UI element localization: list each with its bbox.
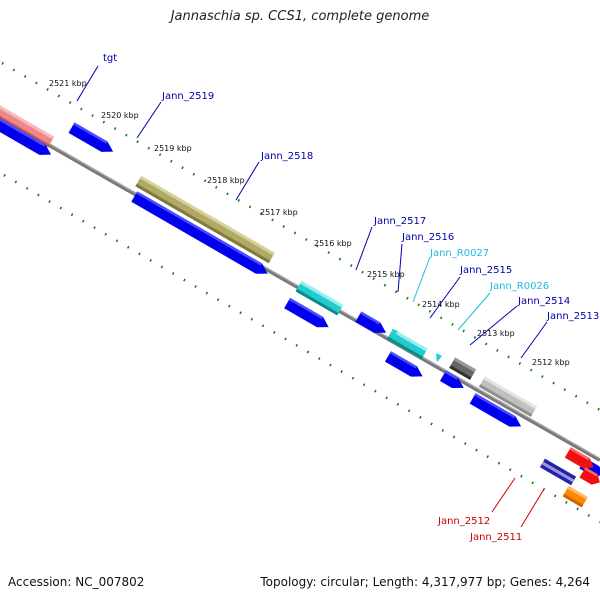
label-jann-r0027[interactable]: Jann_R0027 xyxy=(429,248,489,259)
topology-text: Topology: circular; Length: 4,317,977 bp… xyxy=(260,575,590,589)
outer-tick-dots xyxy=(1,61,600,412)
feature-tgt[interactable] xyxy=(0,102,55,148)
map-title: Jannaschia sp. CCS1, complete genome xyxy=(170,9,430,24)
feature-jann-2512-track[interactable] xyxy=(539,458,577,486)
tick-2519: 2519 kbp xyxy=(154,144,192,153)
feature-jann-2514[interactable] xyxy=(449,357,477,380)
feature-jann-2512a[interactable] xyxy=(564,447,597,472)
label-jann-2517[interactable]: Jann_2517 xyxy=(373,216,426,227)
feature-jann-2512b[interactable] xyxy=(579,467,600,487)
trna-jann-r0026[interactable] xyxy=(436,353,442,362)
accession-text: Accession: NC_007802 xyxy=(8,575,145,589)
feature-jann-2511[interactable] xyxy=(562,485,588,508)
tick-2518: 2518 kbp xyxy=(207,176,245,185)
gene-labels: tgt Jann_2519 Jann_2518 Jann_2517 Jann_2… xyxy=(103,53,599,543)
cds-arrow-jann-2519[interactable] xyxy=(68,122,117,156)
inner-tick-dots xyxy=(3,173,600,524)
cds-arrow-jann-2518[interactable] xyxy=(131,191,270,278)
cds-arrows xyxy=(0,115,600,477)
label-jann-2516[interactable]: Jann_2516 xyxy=(401,232,454,243)
label-jann-2519[interactable]: Jann_2519 xyxy=(161,91,214,102)
feature-jann-2518[interactable] xyxy=(135,175,275,264)
tick-2514: 2514 kbp xyxy=(422,300,460,309)
label-jann-2518[interactable]: Jann_2518 xyxy=(260,151,313,162)
tick-2512: 2512 kbp xyxy=(532,358,570,367)
leader-lines xyxy=(76,65,548,528)
label-jann-2512[interactable]: Jann_2512 xyxy=(437,516,490,527)
label-jann-2514[interactable]: Jann_2514 xyxy=(517,296,570,307)
feature-jann-2513[interactable] xyxy=(478,376,537,417)
label-tgt[interactable]: tgt xyxy=(103,53,117,64)
cds-arrow-tgt[interactable] xyxy=(0,115,54,159)
label-jann-r0026[interactable]: Jann_R0026 xyxy=(489,281,549,292)
cds-arrow-jann-2516a[interactable] xyxy=(355,311,389,338)
feature-jann-2517[interactable] xyxy=(295,281,344,316)
reverse-features xyxy=(539,447,600,508)
tick-2513: 2513 kbp xyxy=(477,329,515,338)
kbp-tick-labels: 2521 kbp 2520 kbp 2519 kbp 2518 kbp 2517… xyxy=(49,79,570,367)
label-jann-2513[interactable]: Jann_2513 xyxy=(546,311,599,322)
tick-2517: 2517 kbp xyxy=(260,208,298,217)
tick-2521: 2521 kbp xyxy=(49,79,87,88)
cds-arrow-jann-2516b[interactable] xyxy=(384,351,426,381)
label-jann-2515[interactable]: Jann_2515 xyxy=(459,265,512,276)
tick-2515: 2515 kbp xyxy=(367,270,405,279)
trna-jann-r0027[interactable] xyxy=(392,329,398,337)
tick-2516: 2516 kbp xyxy=(314,239,352,248)
label-jann-2511[interactable]: Jann_2511 xyxy=(469,532,522,543)
tick-2520: 2520 kbp xyxy=(101,111,139,120)
feature-bars xyxy=(0,102,537,417)
cds-arrow-jann-2514[interactable] xyxy=(439,370,467,393)
cds-arrow-jann-2513[interactable] xyxy=(469,393,524,431)
feature-jann-2516[interactable] xyxy=(386,328,428,360)
cds-arrow-jann-2517[interactable] xyxy=(284,297,332,332)
